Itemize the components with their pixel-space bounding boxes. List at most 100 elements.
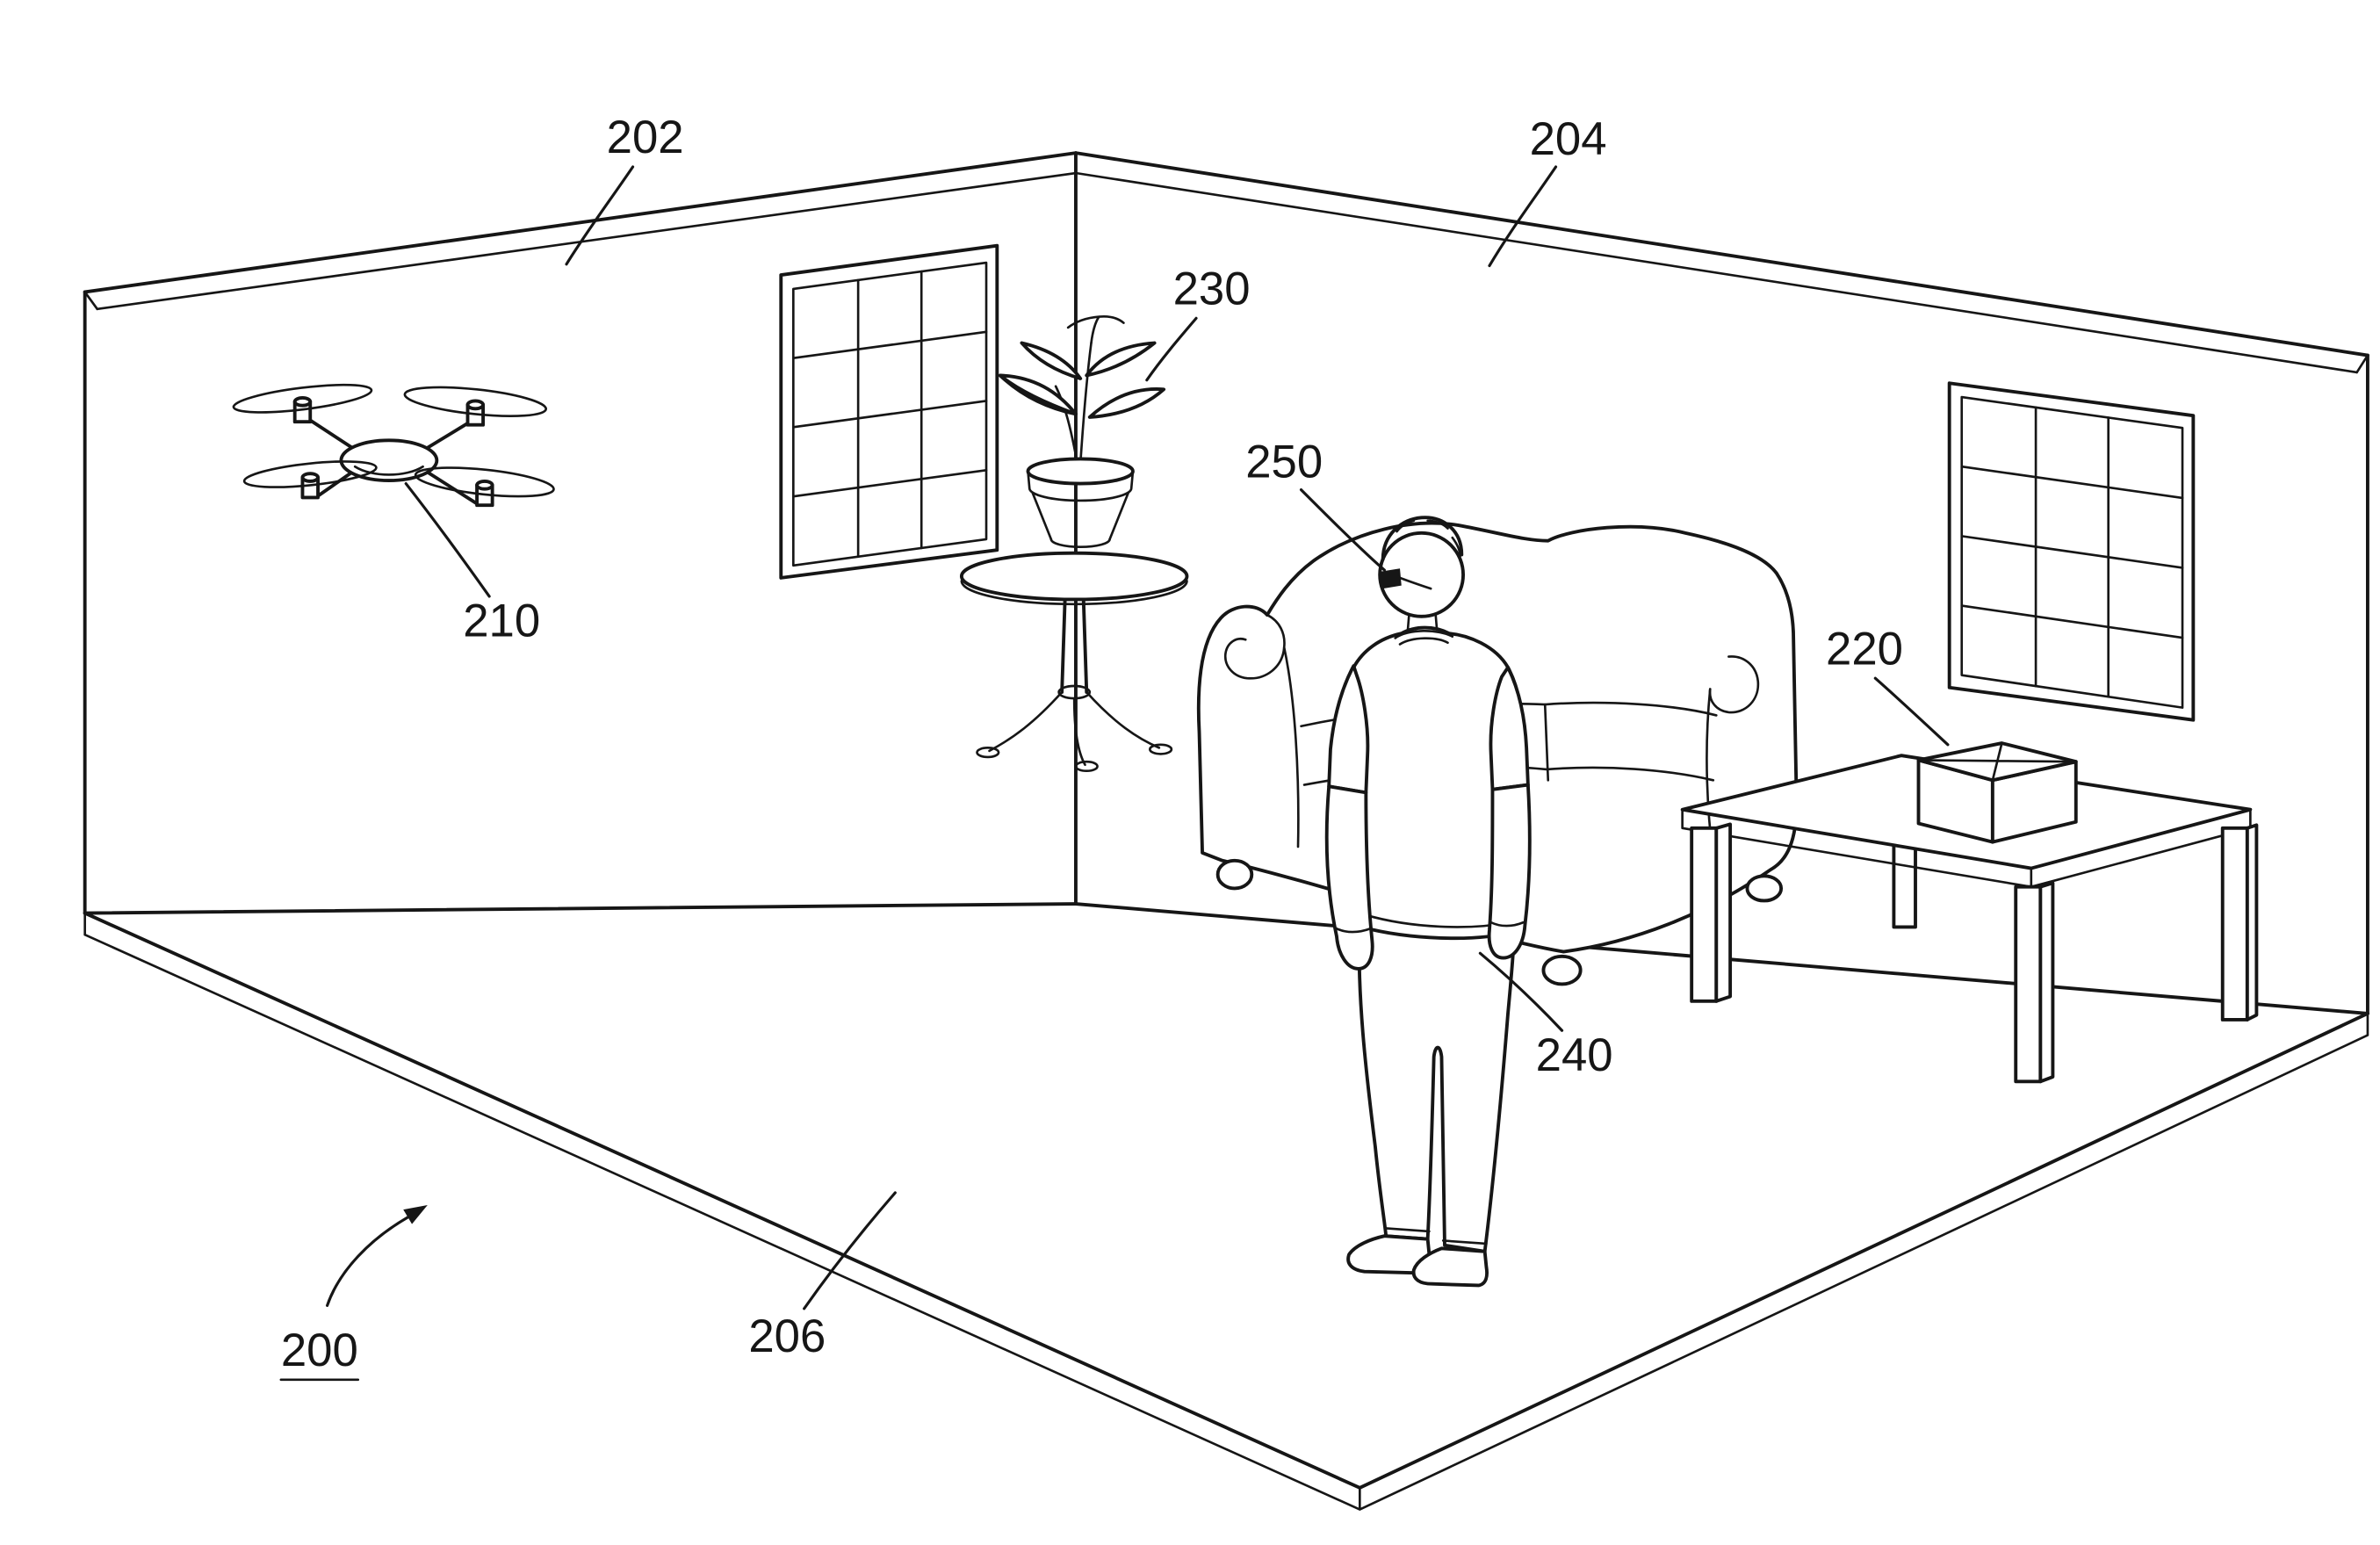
drone-propeller bbox=[232, 383, 373, 414]
left-wall-top-connector bbox=[83, 291, 99, 311]
plant-pot-rim-bottom bbox=[1028, 487, 1133, 502]
figure-reference-200: 200 bbox=[279, 1205, 428, 1382]
floor-front-left-edge bbox=[83, 911, 1362, 1490]
eyewear-temple-arm bbox=[1398, 576, 1432, 590]
reference-arrow-200 bbox=[325, 1216, 409, 1307]
leader-220 bbox=[1873, 676, 1950, 747]
coffee-table bbox=[1680, 741, 2259, 1084]
drone-motor bbox=[414, 466, 555, 508]
side-table-foot bbox=[1148, 743, 1173, 755]
sofa-foot bbox=[1541, 954, 1583, 986]
side-table-foot bbox=[1074, 760, 1099, 773]
reference-labels: 202 204 230 250 210 220 240 206 200 bbox=[279, 112, 1950, 1382]
window-mullion bbox=[1960, 604, 2184, 639]
drone-motor bbox=[242, 460, 378, 500]
drone-motor-cap bbox=[475, 479, 494, 491]
side-table-leg bbox=[1072, 697, 1086, 767]
window-mullion bbox=[1960, 535, 2184, 569]
person-hair bbox=[1381, 516, 1464, 561]
drone-motor-cap bbox=[465, 399, 486, 411]
label-206: 206 bbox=[748, 1310, 826, 1362]
plant-leaf bbox=[998, 373, 1078, 416]
leg-side-face bbox=[1714, 822, 1733, 1003]
coffee-table-left-leg bbox=[1690, 822, 1733, 1003]
drone-arm bbox=[422, 422, 470, 451]
plant-pot-base bbox=[1049, 538, 1111, 549]
leader-240 bbox=[1478, 951, 1564, 1032]
person-right-wrist-line bbox=[1489, 921, 1525, 928]
left-wall-top-inner-edge bbox=[96, 171, 1078, 311]
person-shirt-collar bbox=[1394, 630, 1454, 646]
left-wall-top-edge bbox=[83, 151, 1078, 294]
person-right-forearm bbox=[1487, 783, 1532, 960]
drone-motor-cap bbox=[300, 472, 320, 483]
window-mullion bbox=[792, 468, 988, 498]
left-window bbox=[779, 243, 999, 580]
plant-pot-rim-top bbox=[1026, 457, 1135, 486]
side-table-pedestal-collar bbox=[1057, 684, 1092, 700]
side-table-leg bbox=[988, 690, 1064, 753]
right-wall-top-connector bbox=[2355, 354, 2369, 374]
sofa-foot bbox=[1745, 874, 1784, 903]
side-table-top bbox=[959, 551, 1189, 602]
label-202: 202 bbox=[607, 112, 684, 163]
person-head-outline bbox=[1378, 531, 1466, 618]
right-wall-top-edge bbox=[1074, 151, 2369, 357]
window-mullion bbox=[792, 400, 988, 429]
side-table-pedestal bbox=[1060, 597, 1089, 694]
coffee-table-front-leg bbox=[2014, 881, 2055, 1084]
window-mullion bbox=[1960, 465, 2184, 500]
plant-pot bbox=[1026, 457, 1135, 549]
drone bbox=[232, 383, 555, 508]
drone-propeller bbox=[242, 460, 378, 488]
label-240: 240 bbox=[1536, 1029, 1613, 1081]
plant-leaf bbox=[1085, 341, 1157, 378]
floor-slab-thickness bbox=[83, 912, 2369, 1511]
person-pants-cuff bbox=[1384, 1227, 1488, 1245]
side-table-leg bbox=[1085, 690, 1161, 749]
leg-front-face bbox=[2220, 826, 2249, 1022]
plant-stem bbox=[1054, 385, 1079, 466]
coffee-table-right-leg bbox=[2220, 823, 2259, 1022]
label-200: 200 bbox=[281, 1325, 358, 1376]
side-table-foot bbox=[976, 747, 1000, 759]
right-window bbox=[1947, 381, 2196, 722]
drone-arm bbox=[424, 469, 479, 506]
sofa-foot bbox=[1215, 858, 1254, 891]
drone-body-detail bbox=[353, 465, 424, 476]
sofa-cushion-split bbox=[1543, 703, 1550, 782]
leader-206 bbox=[803, 1191, 897, 1310]
drone-motor-cap bbox=[292, 396, 313, 408]
drone-motor bbox=[403, 386, 548, 427]
leg-front-face bbox=[2014, 884, 2043, 1084]
person-left-forearm bbox=[1324, 784, 1374, 971]
potted-plant bbox=[998, 315, 1166, 549]
floor-front-right-edge bbox=[1358, 1011, 2369, 1490]
person bbox=[1324, 516, 1532, 1288]
person-right-shoe bbox=[1411, 1246, 1489, 1288]
leader-202 bbox=[565, 165, 635, 266]
drone-propeller bbox=[414, 466, 555, 498]
window-mullion bbox=[792, 330, 988, 360]
label-210: 210 bbox=[463, 596, 540, 647]
leader-250 bbox=[1299, 488, 1387, 572]
sofa-left-arm-seam bbox=[1282, 646, 1300, 848]
eyewear-glasses bbox=[1380, 568, 1402, 589]
leg-side-face bbox=[2038, 881, 2055, 1084]
right-wall-top-inner-edge bbox=[1074, 171, 2358, 374]
plant-pot-body bbox=[1031, 491, 1130, 541]
label-230: 230 bbox=[1173, 264, 1251, 315]
left-window-outer-frame bbox=[779, 243, 999, 580]
person-pants bbox=[1357, 921, 1516, 1253]
label-204: 204 bbox=[1530, 113, 1607, 165]
package-box-tape-x bbox=[1917, 741, 2078, 782]
package-box bbox=[1916, 741, 2078, 844]
plant-sprout bbox=[1066, 315, 1125, 344]
leg-side-face bbox=[2245, 823, 2259, 1022]
label-220: 220 bbox=[1826, 623, 1903, 675]
drone-propeller bbox=[403, 386, 548, 418]
sofa-left-arm-roll bbox=[1224, 613, 1286, 680]
person-left-wrist-line bbox=[1335, 927, 1372, 934]
plant-pot-rim-side bbox=[1027, 470, 1135, 490]
